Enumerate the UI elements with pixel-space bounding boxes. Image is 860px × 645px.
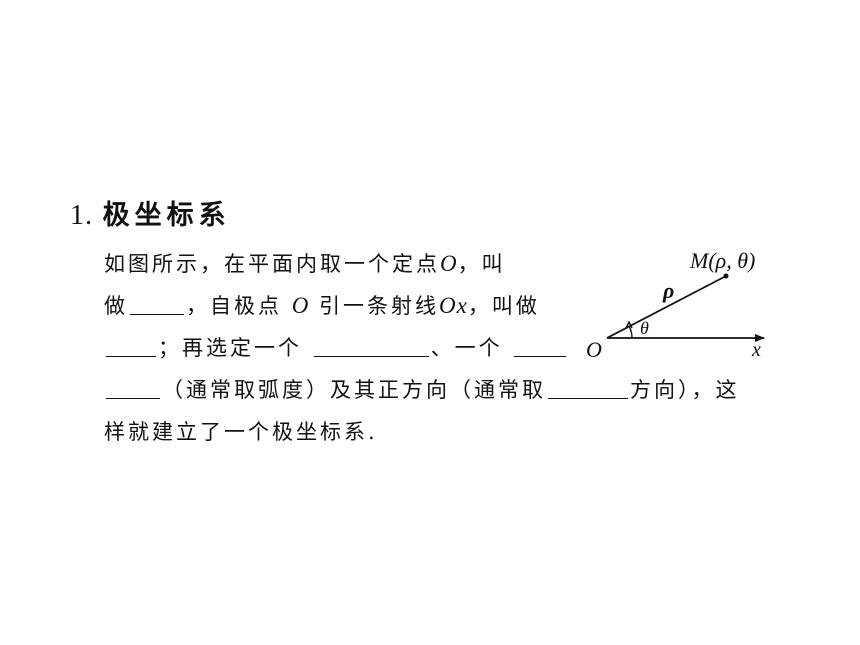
fill-blank-4-continued[interactable] bbox=[106, 376, 160, 399]
angle-arc-arrow-icon bbox=[625, 320, 633, 329]
origin-label: O bbox=[586, 337, 602, 362]
radius-label: ρ bbox=[662, 278, 674, 303]
text-segment: 、一个 bbox=[430, 336, 503, 360]
fill-blank-3[interactable] bbox=[313, 334, 429, 357]
section-heading: 1. 极坐标系 bbox=[70, 198, 231, 234]
paragraph-line-3: ；再选定一个 、一个 bbox=[104, 334, 568, 362]
text-segment: 如图所示，在平面内取一个定点 bbox=[104, 252, 440, 276]
fill-blank-5[interactable] bbox=[548, 376, 628, 399]
axis-label: x bbox=[751, 339, 761, 361]
fill-blank-2[interactable] bbox=[106, 334, 156, 357]
text-segment: ，叫做 bbox=[467, 294, 540, 318]
paragraph-line-5: 样就建立了一个极坐标系. bbox=[104, 418, 378, 446]
text-segment: 方向），这 bbox=[630, 378, 740, 402]
math-variable: Ox bbox=[439, 293, 468, 318]
text-segment: （通常取弧度）及其正方向（通常取 bbox=[162, 378, 546, 402]
math-variable: O bbox=[291, 293, 310, 318]
text-segment: ；再选定一个 bbox=[158, 336, 302, 360]
fill-blank-1[interactable] bbox=[130, 292, 184, 315]
fill-blank-4[interactable] bbox=[514, 334, 567, 357]
text-segment: 引一条射线 bbox=[319, 294, 439, 318]
point-m-dot bbox=[723, 273, 729, 279]
text-segment: ，叫 bbox=[457, 252, 506, 276]
section-number: 1. bbox=[70, 200, 93, 231]
paragraph-line-2: 做 ，自极点 O 引一条射线Ox，叫做 bbox=[104, 292, 540, 320]
paragraph-line-1: 如图所示，在平面内取一个定点O，叫 bbox=[104, 250, 506, 278]
text-segment: 样就建立了一个极坐标系. bbox=[104, 420, 378, 444]
math-variable: O bbox=[440, 251, 458, 276]
paragraph-line-4: （通常取弧度）及其正方向（通常取 方向），这 bbox=[104, 376, 740, 404]
text-segment: 做 bbox=[104, 294, 128, 318]
section-title: 极坐标系 bbox=[102, 200, 231, 231]
angle-arc bbox=[628, 325, 633, 339]
point-label: M(ρ, θ) bbox=[689, 248, 755, 273]
angle-label: θ bbox=[640, 318, 649, 338]
text-segment: ，自极点 bbox=[186, 294, 282, 318]
